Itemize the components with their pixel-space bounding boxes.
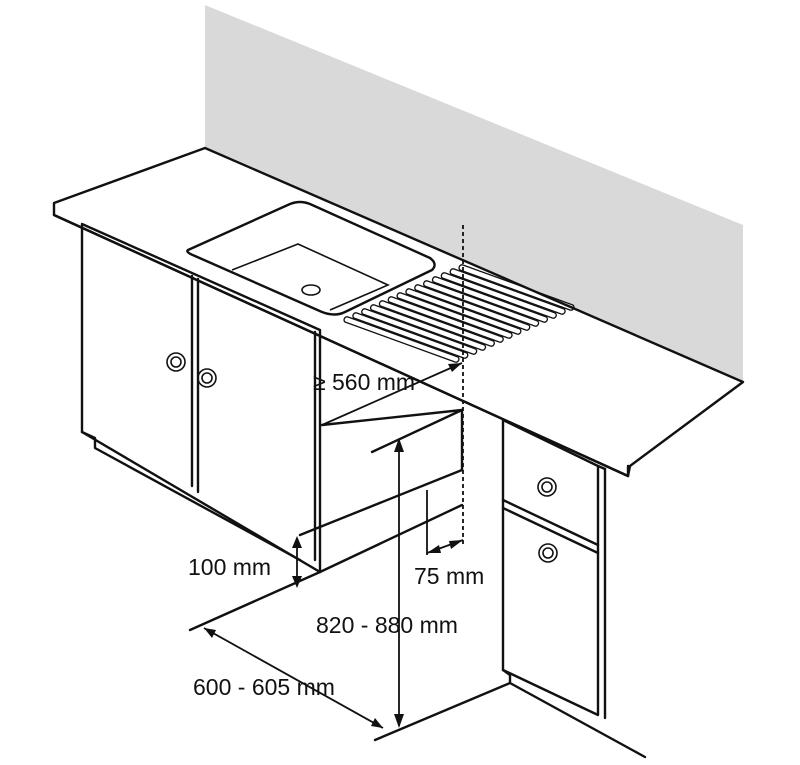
door-knob-right xyxy=(197,368,217,388)
right-cabinet xyxy=(501,418,647,759)
plinth-height-label: 100 mm xyxy=(188,554,271,580)
drainer-groove xyxy=(343,316,460,363)
drainer-groove xyxy=(449,268,566,315)
drainer-groove xyxy=(440,272,557,319)
cabinet-door-knob xyxy=(538,543,558,563)
sink-basin xyxy=(186,200,436,316)
drawer-knob xyxy=(537,477,557,497)
depth-range-label: 600 - 605 mm xyxy=(193,674,335,700)
drainer-groove xyxy=(405,288,522,335)
drainer-groove xyxy=(387,296,504,343)
height-range-label: 820 - 880 mm xyxy=(316,612,458,638)
rear-gap-dimension xyxy=(426,490,464,555)
drainer-groove xyxy=(423,280,540,327)
depth-dimension xyxy=(203,627,384,729)
appliance-niche xyxy=(298,408,464,574)
drainer-groove xyxy=(396,292,513,339)
width-dimension xyxy=(321,362,463,426)
wall-panel xyxy=(205,5,743,382)
drainer-board xyxy=(343,264,575,363)
min-width-label: ≥ 560 mm xyxy=(313,369,415,395)
countertop xyxy=(52,146,745,478)
left-cabinet xyxy=(80,222,322,574)
floor-outline xyxy=(188,570,512,742)
drainer-groove xyxy=(431,276,548,323)
plinth-dimension xyxy=(292,536,302,588)
drain-hole xyxy=(301,284,321,296)
door-knob-left xyxy=(166,352,186,372)
drainer-groove xyxy=(370,304,487,351)
drainer-groove xyxy=(458,264,575,311)
height-dimension xyxy=(394,438,404,728)
drainer-groove xyxy=(414,284,531,331)
drainer-groove xyxy=(361,308,478,355)
rear-gap-label: 75 mm xyxy=(414,563,484,589)
drainer-groove xyxy=(352,312,469,359)
drainer-groove xyxy=(378,300,495,347)
